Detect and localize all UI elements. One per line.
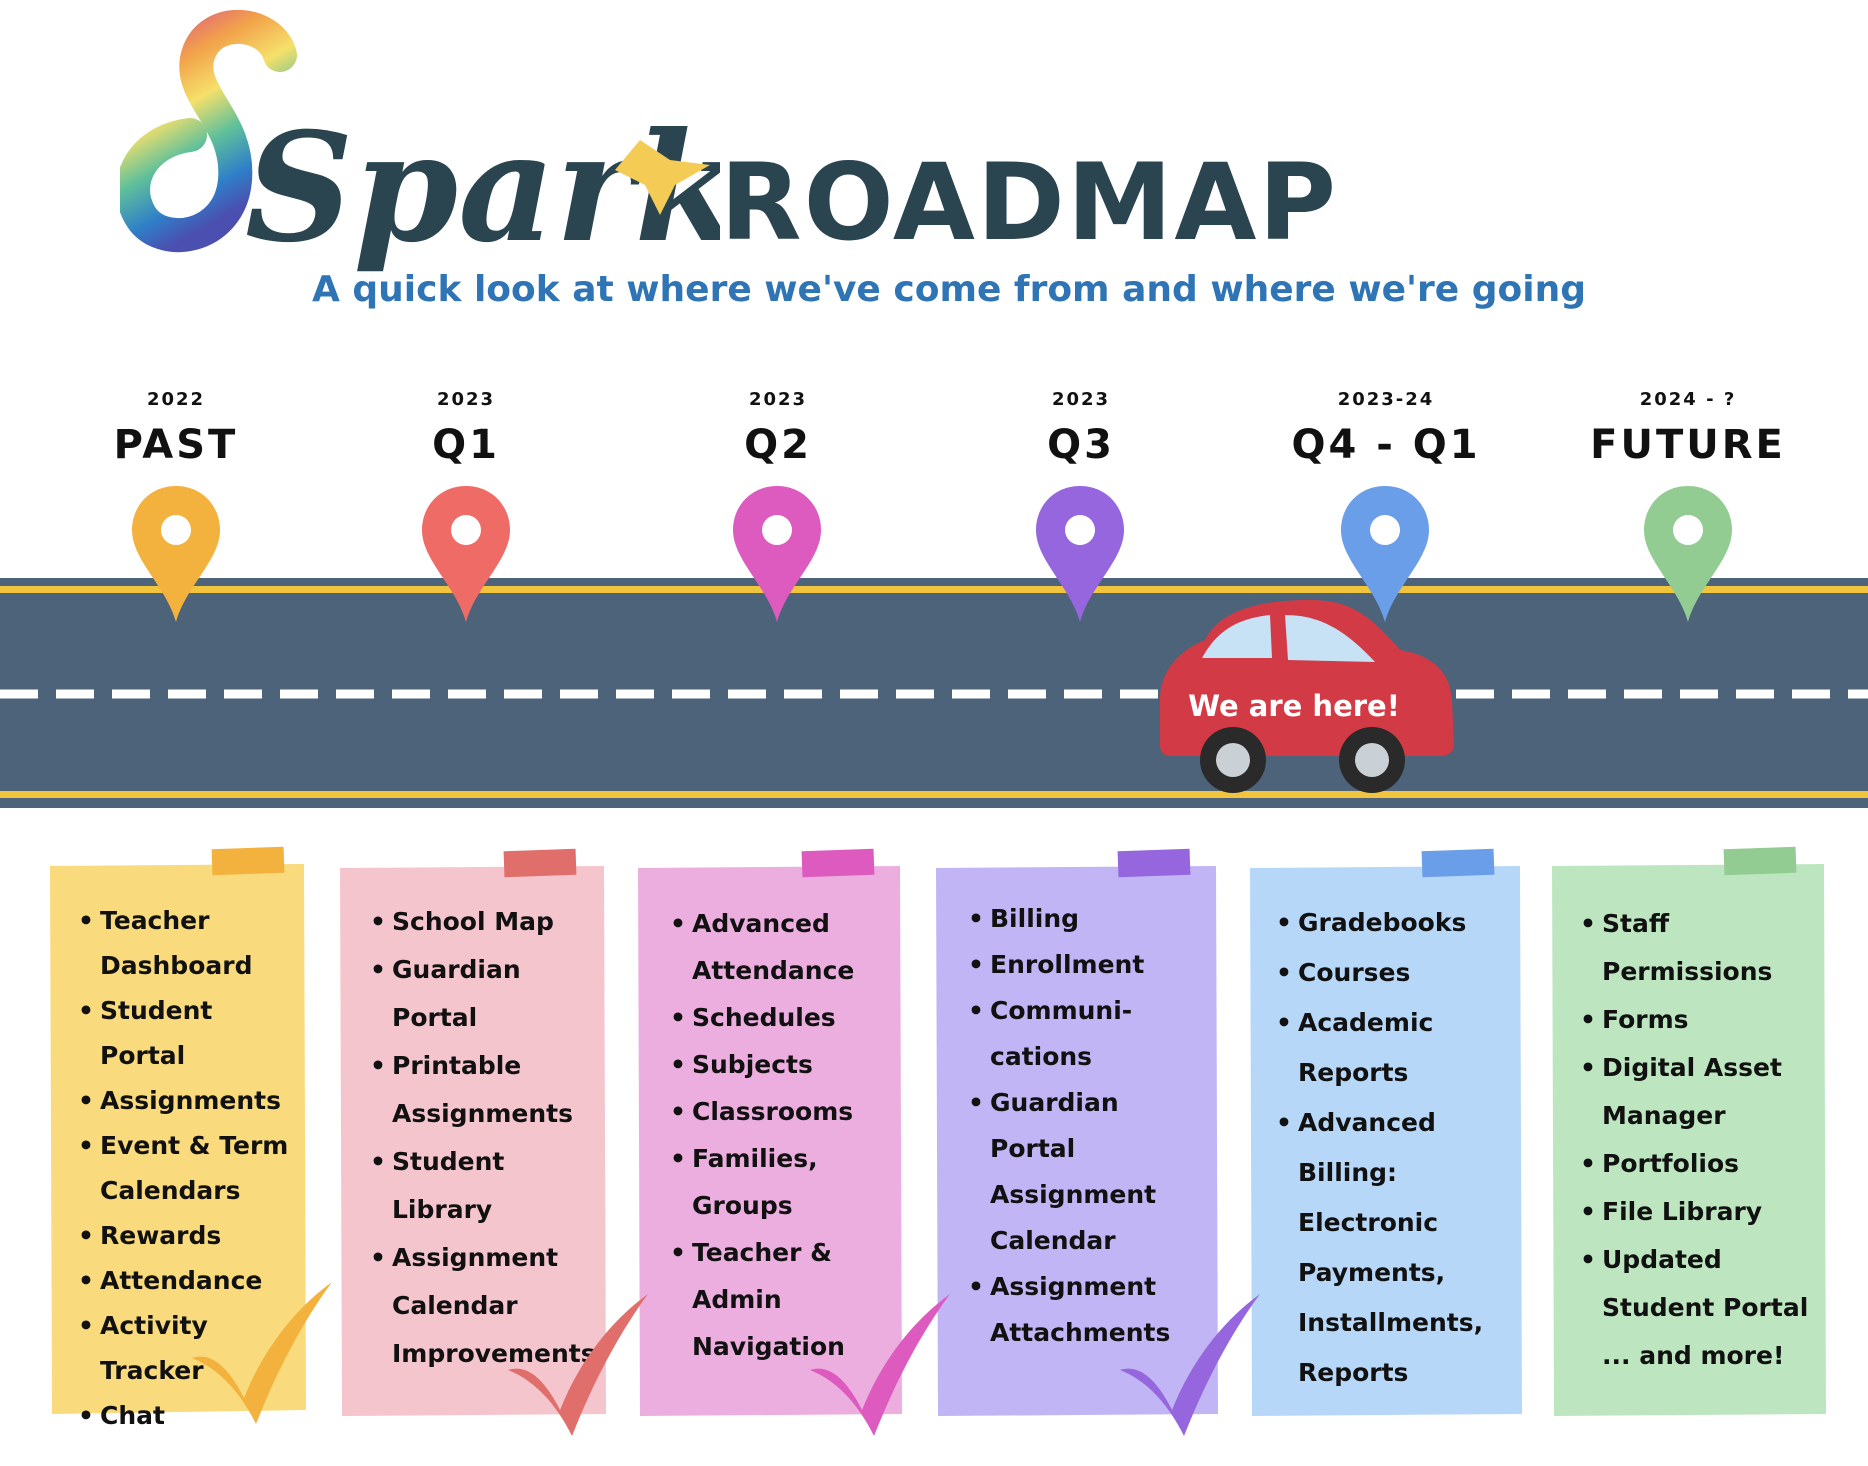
list-item: Teacher Dashboard (78, 898, 298, 988)
milestone-year: 2023 (436, 389, 496, 410)
milestone-year: 2022 (146, 389, 206, 410)
note-q2: Advanced Attendance Schedules Subjects C… (636, 848, 902, 1420)
logo-s-mark (120, 10, 297, 253)
list-item: Guardian Portal (370, 946, 598, 1042)
list-item: File Library (1580, 1188, 1818, 1236)
feature-list: Staff Permissions Forms Digital Asset Ma… (1580, 900, 1818, 1380)
list-item: Courses (1276, 948, 1514, 998)
feature-list: Advanced Attendance Schedules Subjects C… (670, 900, 894, 1370)
list-item: Event & Term Calendars (78, 1123, 298, 1213)
list-item: Chat (78, 1393, 298, 1438)
road-edge-bottom (0, 791, 1868, 798)
milestone-year: 2024 - ? (1639, 389, 1737, 410)
note-q4-q1: Gradebooks Courses Academic Reports Adva… (1248, 848, 1522, 1420)
milestone-year: 2023-24 (1337, 389, 1435, 410)
milestone-q4-q1: 2023-24 Q4 - Q1 (1256, 388, 1516, 470)
milestone-label: Q2 (744, 422, 812, 468)
milestone-q2: 2023 Q2 (648, 388, 908, 470)
road: We are here! (0, 578, 1868, 808)
map-pin-icon (733, 486, 821, 622)
list-item: Families, Groups (670, 1135, 894, 1229)
list-item: Gradebooks (1276, 898, 1514, 948)
note-past: Teacher Dashboard Student Portal Assignm… (48, 846, 306, 1438)
tape (801, 848, 875, 878)
milestone-past: 2022 PAST (46, 388, 306, 470)
list-item: Updated Student Portal (1580, 1236, 1818, 1332)
car: We are here! (1160, 600, 1454, 793)
map-pin-icon (1644, 486, 1732, 622)
tape (1421, 848, 1495, 878)
checkmark-icon (1120, 1294, 1260, 1436)
checkmark-icon (810, 1294, 950, 1436)
car-window-rear (1285, 615, 1375, 662)
milestone-future: 2024 - ? FUTURE (1558, 388, 1818, 470)
list-item: Printable Assignments (370, 1042, 598, 1138)
logo-wordmark: Spark (245, 100, 720, 276)
list-item: Attendance (78, 1258, 298, 1303)
list-item: Portfolios (1580, 1140, 1818, 1188)
list-item: Enrollment (968, 942, 1210, 988)
note-q1: School Map Guardian Portal Printable Ass… (338, 848, 606, 1420)
map-pin-icon (132, 486, 220, 622)
feature-list: Billing Enrollment Communi- cations Guar… (968, 896, 1210, 1356)
note-future: Staff Permissions Forms Digital Asset Ma… (1550, 846, 1826, 1420)
list-item: Assignments (78, 1078, 298, 1123)
list-item-more: ... and more! (1602, 1341, 1785, 1370)
list-item: Schedules (670, 994, 894, 1041)
milestone-label: FUTURE (1590, 422, 1786, 468)
list-item: Activity Tracker (78, 1303, 298, 1393)
milestone-q3: 2023 Q3 (951, 388, 1211, 470)
list-item: Rewards (78, 1213, 298, 1258)
list-item: Guardian Portal Assignment Calendar (968, 1080, 1210, 1264)
milestone-label: Q3 (1047, 422, 1115, 468)
list-item: Student Library (370, 1138, 598, 1234)
milestone-label: PAST (113, 422, 239, 468)
map-pin-icon (422, 486, 510, 622)
list-item: Assignment Attachments (968, 1264, 1210, 1356)
list-item: Subjects (670, 1041, 894, 1088)
note-q3: Billing Enrollment Communi- cations Guar… (934, 848, 1218, 1420)
list-item: Teacher & Admin Navigation (670, 1229, 894, 1370)
tape (211, 846, 285, 876)
checkmark-icon (508, 1294, 648, 1436)
checkmark-icon (192, 1282, 332, 1424)
list-item: Academic Reports (1276, 998, 1514, 1098)
spark-logo: Spark (120, 10, 720, 276)
list-item: Advanced Billing: Electronic Payments, I… (1276, 1098, 1514, 1398)
feature-list: Gradebooks Courses Academic Reports Adva… (1276, 898, 1514, 1398)
tape (1723, 846, 1797, 876)
list-item: Staff Permissions (1580, 900, 1818, 996)
car-label: We are here! (1188, 689, 1400, 723)
tape (1117, 848, 1191, 878)
list-item: Communi- cations (968, 988, 1210, 1080)
list-item: Student Portal (78, 988, 298, 1078)
list-item: Forms (1580, 996, 1818, 1044)
list-item: Billing (968, 896, 1210, 942)
map-pin-icon (1341, 486, 1429, 622)
tape (503, 848, 577, 878)
milestone-q1: 2023 Q1 (336, 388, 596, 470)
list-item: Advanced Attendance (670, 900, 894, 994)
feature-list: School Map Guardian Portal Printable Ass… (370, 898, 598, 1378)
car-window-front (1202, 615, 1272, 658)
list-item: Classrooms (670, 1088, 894, 1135)
list-item: Digital Asset Manager (1580, 1044, 1818, 1140)
list-item: Assignment Calendar Improvements (370, 1234, 598, 1378)
milestone-label: Q1 (432, 422, 500, 468)
map-pin-icon (1036, 486, 1124, 622)
milestone-year: 2023 (1051, 389, 1111, 410)
milestone-year: 2023 (748, 389, 808, 410)
milestone-label: Q4 - Q1 (1291, 422, 1481, 468)
roadmap-title: ROADMAP (720, 141, 1339, 264)
list-item: School Map (370, 898, 598, 946)
page-subtitle: A quick look at where we've come from an… (312, 269, 1586, 310)
logo-star (615, 140, 710, 215)
feature-list: Teacher Dashboard Student Portal Assignm… (78, 898, 298, 1438)
road-edge-top (0, 586, 1868, 593)
